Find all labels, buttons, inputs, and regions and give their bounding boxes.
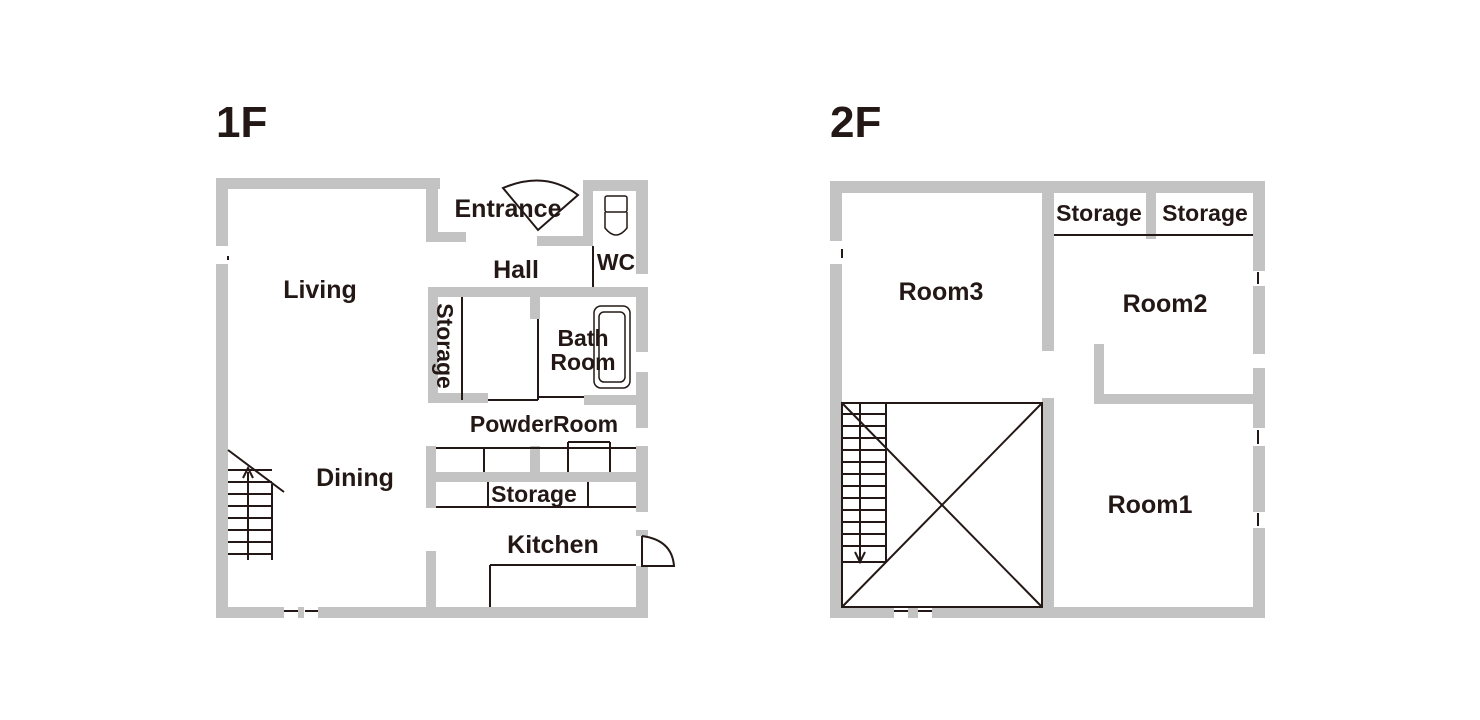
label-storage-kitchen: Storage: [491, 481, 577, 507]
label-room2: Room2: [1123, 290, 1208, 318]
void-opening-2f: [841, 402, 1043, 608]
walls-2f: [830, 181, 1265, 618]
door-swing-kitchen: [641, 535, 676, 567]
label-hall: Hall: [493, 256, 539, 284]
label-storage-vertical: Storage: [432, 303, 458, 389]
fixtures-1f: [227, 246, 636, 612]
label-wc: WC: [597, 249, 635, 275]
floor-2f: 2F: [830, 98, 1265, 618]
toilet-icon: [604, 195, 628, 236]
label-dining: Dining: [316, 464, 394, 492]
label-kitchen: Kitchen: [507, 531, 599, 559]
fixtures-2f: [841, 234, 1259, 612]
label-storage-left: Storage: [1056, 200, 1142, 226]
walls-1f: [216, 178, 648, 618]
door-swing-entrance: [501, 179, 580, 232]
floor-title-1f: 1F: [216, 98, 267, 147]
label-room1: Room1: [1108, 491, 1193, 519]
label-powder-room: PowderRoom: [470, 411, 618, 437]
label-room3: Room3: [899, 278, 984, 306]
stairs-2f: [842, 403, 887, 565]
floor-title-2f: 2F: [830, 98, 881, 147]
label-living: Living: [283, 276, 357, 304]
stairs-1f: [227, 449, 285, 560]
bathtub-icon: [593, 305, 631, 389]
label-entrance: Entrance: [455, 195, 562, 223]
label-storage-right: Storage: [1162, 200, 1248, 226]
label-bath-line1: Bath: [557, 325, 608, 351]
label-bath-line2: Room: [550, 349, 615, 375]
floor-1f: 1F: [216, 98, 676, 618]
